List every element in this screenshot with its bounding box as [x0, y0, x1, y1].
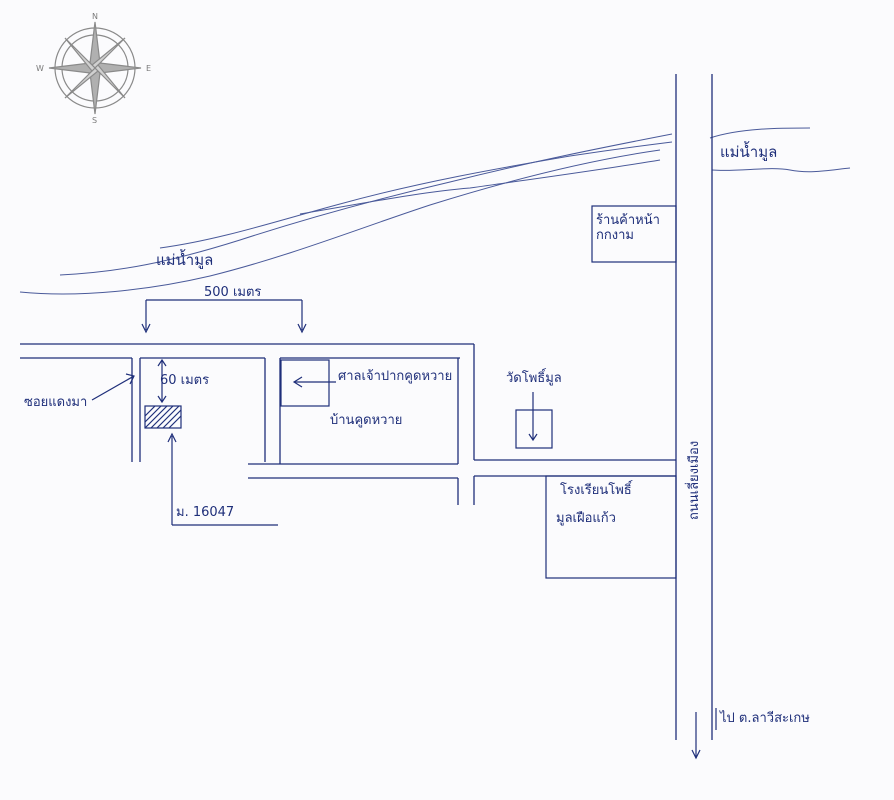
- target-plot: [144, 405, 182, 429]
- river-label-left: แม่น้ำมูล: [156, 251, 214, 269]
- plot-label: ม. 16047: [176, 505, 235, 520]
- school-label-main: โรงเรียนโพธิ์: [560, 483, 632, 498]
- distance-marker-500: [141, 299, 307, 334]
- road-vertical-label: ถนนเลี่ยงเมือง: [687, 440, 702, 520]
- road-vertical: [675, 74, 713, 740]
- compass-rose-icon: [48, 21, 142, 115]
- distance-marker-60: [157, 358, 167, 404]
- compass-west: W: [36, 64, 44, 73]
- shrine-marker: [280, 359, 336, 407]
- compass-north: N: [92, 12, 98, 21]
- compass-east: E: [146, 64, 152, 73]
- route-arrow: [691, 708, 717, 760]
- route-label: ไป ต.ลาวีสะเกษ: [720, 711, 810, 726]
- shop-box: [591, 205, 677, 263]
- soi-label: ซอยแดงมา: [24, 395, 88, 410]
- distance-60-label: 60 เมตร: [160, 373, 210, 388]
- shop-label-text: ร้านค้าหน้า กกงาม: [596, 213, 660, 243]
- soi-pointer-arrow: [91, 373, 135, 401]
- compass-south: S: [92, 116, 98, 125]
- school-box: [545, 475, 677, 579]
- school-label-sub: มูลเฝือแก้ว: [556, 511, 616, 526]
- temple-label: วัดโพธิ์มูล: [506, 371, 562, 386]
- shop-label: ร้านค้าหน้า กกงาม: [596, 213, 672, 244]
- village-label: บ้านคูดหวาย: [330, 413, 403, 428]
- temple-marker: [515, 392, 553, 449]
- river-label-top-right: แม่น้ำมูล: [720, 143, 778, 161]
- river-lines: [19, 127, 851, 295]
- plot-pointer-arrow: [167, 432, 278, 526]
- road-horizontal: [20, 343, 676, 505]
- distance-500-label: 500 เมตร: [204, 285, 262, 300]
- shrine-label: ศาลเจ้าปากคูดหวาย: [338, 369, 453, 384]
